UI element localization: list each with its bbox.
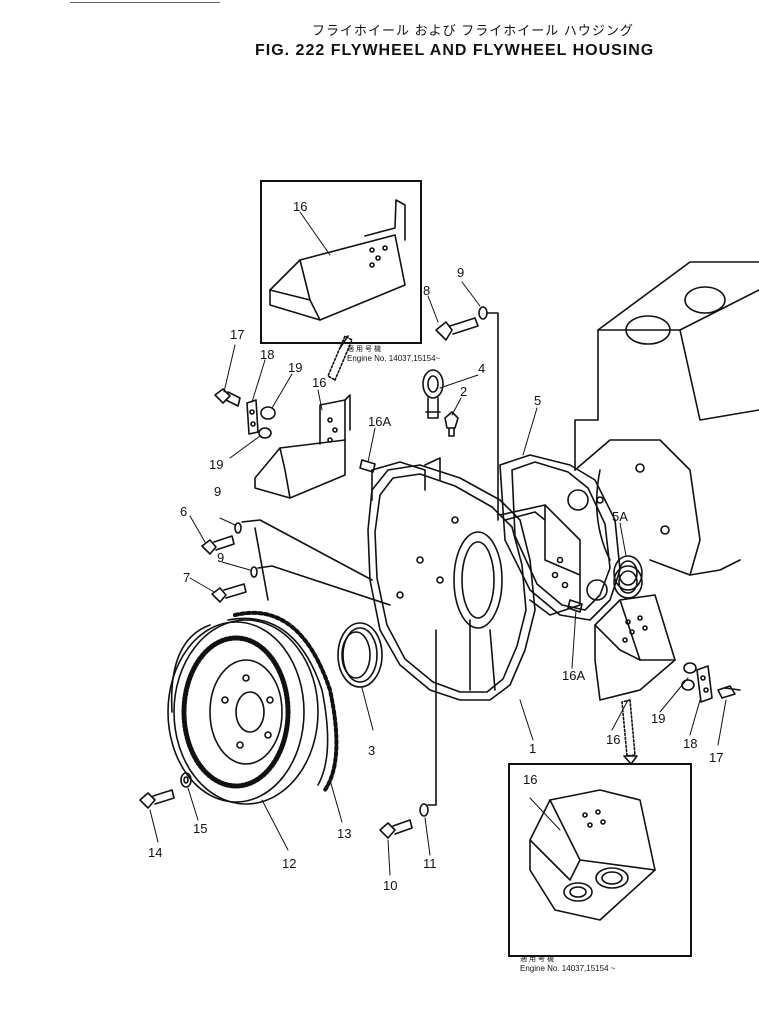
inset-top-bracket [269, 199, 406, 321]
callout-19-right: 19 [651, 711, 666, 726]
callout-4: 4 [478, 361, 486, 376]
flywheel [167, 619, 319, 805]
engine-block [574, 261, 759, 599]
bolt-10 [379, 819, 413, 839]
callout-19-left-top: 19 [288, 360, 303, 375]
bolt-8 [435, 317, 479, 341]
washer-15-hole [183, 776, 189, 784]
inset-bottom-note-en: Engine No. 14037,15154 ~ [520, 964, 616, 973]
callout-9-top: 9 [457, 265, 465, 280]
callout-16-left: 16 [312, 375, 327, 390]
callout-18-left: 18 [260, 347, 275, 362]
bracket-16-left [254, 394, 351, 499]
inset-top-note-en: Engine No. 14037,15154~ [347, 354, 441, 363]
figure-title-japanese: フライホイール および フライホイール ハウジング [312, 23, 634, 38]
callout-16a-right: 16A [562, 668, 586, 683]
bolt-17-right [717, 685, 741, 699]
callout-leaders [149, 211, 727, 876]
callout-9-low: 9 [217, 550, 225, 565]
leader-bolt-6 [254, 527, 269, 601]
clip-18-left [246, 399, 259, 435]
callout-3: 3 [368, 743, 376, 758]
callout-13: 13 [337, 826, 352, 841]
washer-9-top [478, 306, 488, 320]
callout-8: 8 [423, 283, 431, 298]
flywheel-housing [367, 457, 581, 701]
callout-5: 5 [534, 393, 542, 408]
washer-11 [419, 803, 429, 817]
bolt-14 [139, 789, 175, 809]
bolt-17-left [214, 388, 241, 407]
plug-2 [444, 411, 459, 437]
callout-16-right: 16 [606, 732, 621, 747]
top-rule [70, 2, 220, 3]
bracket-16-right [594, 594, 676, 701]
callout-2: 2 [460, 384, 468, 399]
seal-5a [613, 555, 643, 591]
inset-box-bottom [508, 763, 692, 957]
callout-14: 14 [148, 845, 163, 860]
oil-seal-3 [337, 622, 383, 688]
leader-bolt-8 [486, 312, 499, 521]
inset-box-top [260, 180, 422, 344]
callout-7: 7 [183, 570, 191, 585]
callout-5a: 5A [612, 509, 628, 524]
callout-9-mid: 9 [214, 484, 222, 499]
inset-top-note-jp: 適用号機 [347, 346, 383, 353]
inset-bottom-bracket [529, 789, 656, 921]
inset-bottom-note-jp: 適用号機 [520, 956, 556, 963]
callout-1: 1 [529, 741, 537, 756]
washer-15 [180, 772, 192, 788]
ring-gear [227, 610, 339, 792]
clip-18-right [696, 665, 713, 703]
stud-left [327, 335, 353, 381]
inset-top-note: 適用号機 Engine No. 14037,15154~ [347, 345, 440, 363]
stud-right [621, 699, 638, 765]
callout-15: 15 [193, 821, 208, 836]
figure-title: FIG. 222 FLYWHEEL AND FLYWHEEL HOUSING [255, 42, 655, 59]
callout-12: 12 [282, 856, 297, 871]
pin-16a-left [359, 459, 376, 473]
callout-16-inset-top: 16 [293, 199, 308, 214]
nut-19-right [681, 662, 697, 691]
eye-bolt-4 [422, 369, 444, 419]
callout-17-right: 17 [709, 750, 724, 765]
bolt-6 [201, 519, 373, 581]
inset-bottom-note: 適用号機 Engine No. 14037,15154 ~ [520, 955, 615, 973]
gasket [499, 454, 621, 621]
callout-16a-left: 16A [368, 414, 392, 429]
callout-19-left-bottom: 19 [209, 457, 224, 472]
nut-19-left [258, 406, 276, 439]
callout-10: 10 [383, 878, 398, 893]
callout-11: 11 [423, 856, 437, 871]
pin-16a-right [567, 599, 583, 613]
bolt-7 [211, 565, 391, 606]
callout-17-left: 17 [230, 327, 245, 342]
callout-16-inset-bottom: 16 [523, 772, 538, 787]
callout-6: 6 [180, 504, 188, 519]
leader-bolt-10 [427, 629, 437, 806]
callout-18-right: 18 [683, 736, 698, 751]
